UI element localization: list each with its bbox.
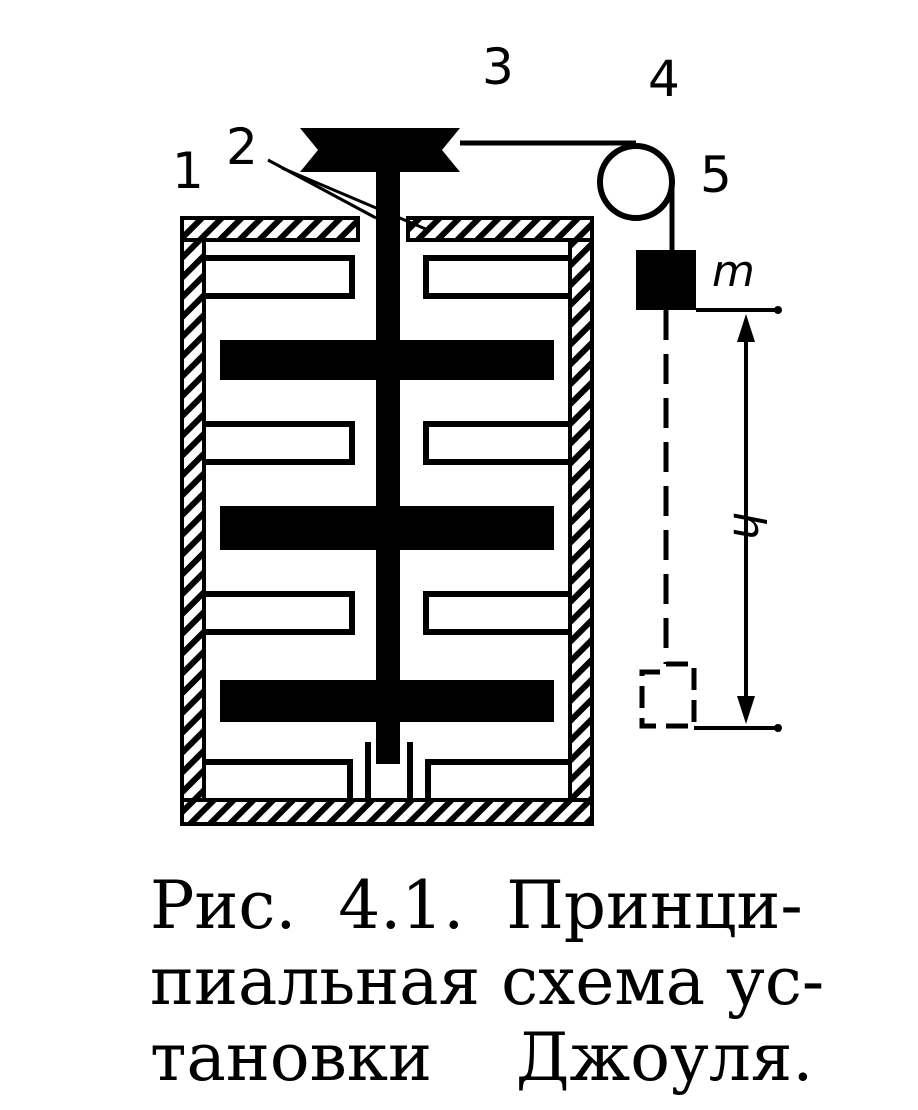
casing-wall xyxy=(180,216,594,826)
caption-line-2: пиальная схема ус- xyxy=(150,943,825,1020)
shaft-pulley xyxy=(300,128,460,172)
weight-final-position xyxy=(639,661,697,729)
label-weight: 5 xyxy=(700,146,732,204)
height-ref-bottom-dot xyxy=(774,724,782,732)
figure-caption: Рис. 4.1. Принци- пиальная схема ус- тан… xyxy=(150,868,850,1096)
caption-line-1: Рис. 4.1. Принци- xyxy=(150,867,803,944)
shaft xyxy=(376,160,400,764)
label-pulley: 4 xyxy=(648,50,680,108)
stator-baffles xyxy=(204,255,570,800)
label-casing: 1 xyxy=(172,142,204,200)
label-stator: 3 xyxy=(482,38,514,96)
label-height: h xyxy=(723,512,774,540)
caption-line-3: тановки Джоуля. xyxy=(150,1019,814,1096)
paddle-blades xyxy=(220,340,554,722)
weight-block xyxy=(636,250,696,310)
label-leaders xyxy=(267,158,429,232)
height-ref-top-dot xyxy=(774,306,782,314)
label-mass: m xyxy=(712,246,755,297)
label-shaft: 2 xyxy=(226,118,258,176)
pulley-wheel xyxy=(597,143,675,221)
height-dimension xyxy=(737,314,755,724)
